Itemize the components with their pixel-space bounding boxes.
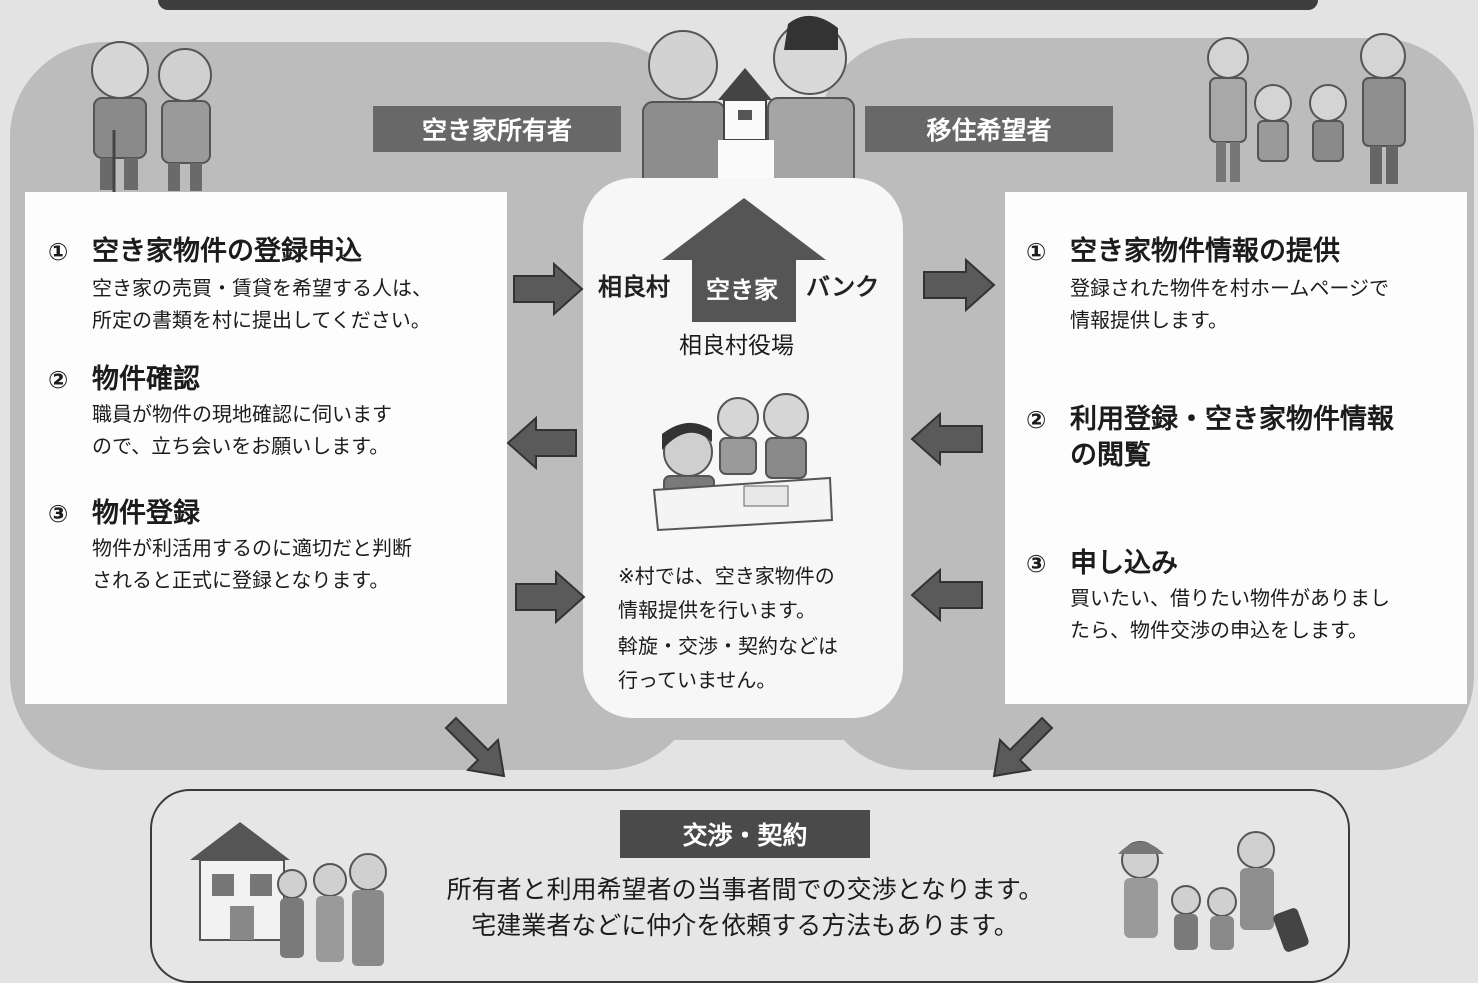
top-header-bar bbox=[158, 0, 1318, 10]
seeker-step3-desc-line2: たら、物件交渉の申込をします。 bbox=[1070, 618, 1368, 642]
owner-step1-title: 空き家物件の登録申込 bbox=[92, 236, 362, 267]
owner-step1-desc-line1: 空き家の売買・賃貸を希望する人は、 bbox=[92, 276, 432, 300]
seeker-step1-desc-line1: 登録された物件を村ホームページで bbox=[1070, 276, 1389, 300]
moving-family-illustration bbox=[1118, 831, 1309, 952]
center-note-line3: 斡旋・交渉・契約などは bbox=[618, 634, 838, 658]
owner-step3-desc-line1: 物件が利活用するのに適切だと判断 bbox=[92, 536, 412, 560]
owner-step2-number: ② bbox=[48, 366, 69, 394]
owner-step2-desc-line2: ので、立ち会いをお願いします。 bbox=[92, 434, 390, 458]
seeker-steps-panel bbox=[1005, 192, 1467, 704]
seeker-step2-title-line2: の閲覧 bbox=[1070, 440, 1151, 471]
seeker-step1-number: ① bbox=[1026, 238, 1047, 266]
arrow-right-icon bbox=[515, 570, 586, 624]
bank-name-bank: バンク bbox=[806, 273, 880, 301]
center-note-line1: ※村では、空き家物件の bbox=[618, 564, 835, 588]
owner-label: 空き家所有者 bbox=[373, 106, 621, 152]
house-shape-icon bbox=[662, 198, 826, 322]
family-illustration bbox=[1207, 33, 1406, 184]
negotiation-line1: 所有者と利用希望者の当事者間での交渉となります。 bbox=[446, 875, 1044, 904]
seeker-step3-desc-line1: 買いたい、借りたい物件がありまし bbox=[1070, 586, 1390, 610]
bank-name-akiya: 空き家 bbox=[706, 276, 778, 304]
seeker-step2-title-line1: 利用登録・空き家物件情報 bbox=[1070, 404, 1394, 435]
handover-house-illustration bbox=[642, 15, 855, 190]
owner-step3-title: 物件登録 bbox=[92, 498, 200, 529]
negotiation-label: 交渉・契約 bbox=[620, 810, 870, 858]
elderly-couple-illustration bbox=[91, 41, 212, 192]
arrow-left-icon bbox=[910, 412, 983, 466]
arrow-left-icon bbox=[506, 416, 577, 470]
village-office-label: 相良村役場 bbox=[679, 333, 794, 359]
seeker-step3-title: 申し込み bbox=[1070, 548, 1178, 579]
bank-name-village: 相良村 bbox=[598, 273, 670, 301]
consultation-illustration bbox=[652, 393, 834, 532]
owner-step3-desc-line2: されると正式に登録となります。 bbox=[92, 568, 390, 592]
owner-step1-desc-line2: 所定の書類を村に提出してください。 bbox=[92, 308, 431, 332]
negotiation-line2: 宅建業者などに仲介を依頼する方法もあります。 bbox=[471, 911, 1019, 940]
arrow-down-right-icon bbox=[444, 716, 506, 778]
seeker-step1-desc-line2: 情報提供します。 bbox=[1070, 308, 1228, 332]
arrow-right-icon bbox=[513, 262, 584, 316]
owner-step2-desc-line1: 職員が物件の現地確認に伺います bbox=[92, 402, 392, 426]
owner-steps-panel bbox=[25, 192, 507, 704]
seeker-label: 移住希望者 bbox=[865, 106, 1113, 152]
center-note-line4: 行っていません。 bbox=[618, 668, 777, 692]
center-note-line2: 情報提供を行います。 bbox=[618, 598, 816, 622]
arrow-left-icon bbox=[910, 568, 983, 622]
seeker-step1-title: 空き家物件情報の提供 bbox=[1070, 236, 1340, 267]
owner-step2-title: 物件確認 bbox=[92, 364, 200, 395]
seeker-step2-number: ② bbox=[1026, 406, 1047, 434]
house-family-illustration bbox=[190, 822, 387, 966]
seeker-step3-number: ③ bbox=[1026, 550, 1047, 578]
owner-step3-number: ③ bbox=[48, 500, 69, 528]
owner-step1-number: ① bbox=[48, 238, 69, 266]
arrow-down-left-icon bbox=[992, 716, 1054, 778]
arrow-right-icon bbox=[923, 258, 996, 312]
